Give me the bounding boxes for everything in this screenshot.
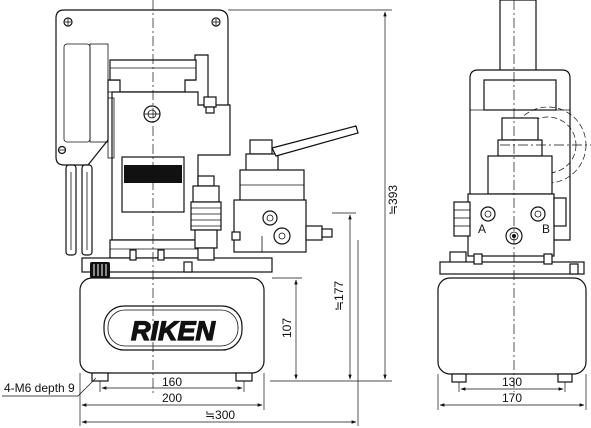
- port-a-label: A: [478, 222, 486, 236]
- oil-tank: RIKEN: [79, 277, 265, 374]
- tank-cap: [90, 262, 110, 278]
- dim-tank-width: 200: [162, 391, 182, 405]
- control-valve-block: [231, 125, 359, 253]
- dim-mount-spacing-side: 130: [502, 375, 522, 389]
- side-flange: [439, 253, 585, 275]
- dimension-lines: [2, 9, 587, 426]
- side-oil-tank: [437, 277, 587, 375]
- brand-badge-text: RIKEN: [131, 166, 175, 182]
- side-valve-stack: [467, 117, 567, 257]
- cover-screw-icon: [57, 17, 221, 155]
- side-relief-valve: [449, 201, 471, 265]
- power-cables: [65, 164, 93, 256]
- side-view: A B: [437, 0, 591, 392]
- port-b-icon: [530, 206, 546, 222]
- motor-flange: [81, 239, 273, 273]
- callout-mounting-holes: 4-M6 depth 9: [4, 381, 75, 395]
- dim-tank-height: 107: [280, 318, 294, 338]
- dim-overall-width: ≒300: [205, 408, 235, 422]
- relief-valve: [190, 175, 222, 261]
- dimension-labels: ≒393 ≒177 107 160 200 ≒300 130 170 4-M6 …: [4, 185, 522, 422]
- dim-overall-height: ≒393: [386, 185, 400, 215]
- tank-brand-text: RIKEN: [131, 316, 216, 346]
- dim-mount-spacing-front: 160: [162, 375, 182, 389]
- front-view: RIKEN: [55, 0, 359, 395]
- port-a-icon: [480, 206, 496, 222]
- dim-height-to-valve: ≒177: [332, 281, 346, 311]
- dim-depth: 170: [502, 391, 522, 405]
- grease-nipple-icon: [203, 96, 217, 114]
- port-b-label: B: [542, 222, 550, 236]
